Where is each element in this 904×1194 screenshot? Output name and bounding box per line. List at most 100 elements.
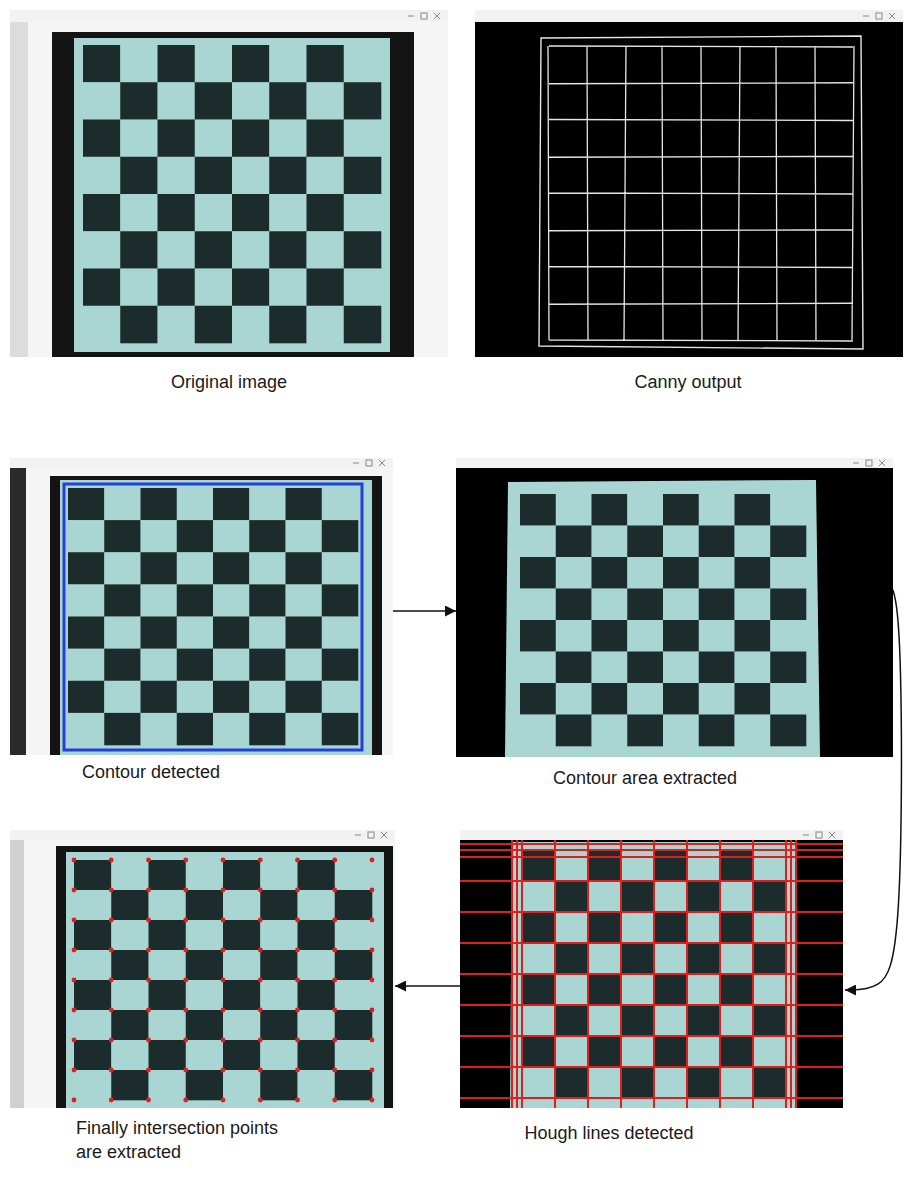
board-square bbox=[149, 1010, 187, 1040]
board-square bbox=[699, 683, 735, 715]
intersection-point bbox=[370, 888, 375, 893]
window-bar bbox=[10, 10, 448, 22]
board-square bbox=[522, 1005, 555, 1036]
intersection-point bbox=[72, 918, 77, 923]
board-square bbox=[770, 683, 806, 715]
board-square bbox=[720, 881, 753, 912]
intersection-point bbox=[258, 978, 263, 983]
board-square bbox=[149, 860, 187, 890]
hough-image bbox=[460, 830, 843, 1108]
board-square bbox=[213, 584, 250, 616]
intersection-point bbox=[109, 888, 114, 893]
board-square bbox=[663, 620, 699, 652]
intersection-point bbox=[183, 948, 188, 953]
board-square bbox=[592, 589, 628, 621]
board-square bbox=[322, 649, 359, 681]
board-square bbox=[249, 488, 286, 520]
board-square bbox=[687, 1067, 720, 1098]
intersection-points bbox=[72, 858, 375, 1103]
board-square bbox=[753, 943, 786, 974]
board-square bbox=[223, 860, 261, 890]
panel-caption: Hough lines detected bbox=[524, 1121, 696, 1145]
board-square bbox=[654, 850, 687, 881]
board-square bbox=[213, 713, 250, 745]
intersection-point bbox=[109, 858, 114, 863]
board-square bbox=[687, 974, 720, 1005]
board-square bbox=[269, 269, 307, 307]
board-square bbox=[260, 1070, 298, 1100]
board-square bbox=[68, 520, 105, 552]
board-square bbox=[770, 589, 806, 621]
board-square bbox=[298, 890, 336, 920]
board-square bbox=[520, 620, 556, 652]
board-square bbox=[249, 681, 286, 713]
board-square bbox=[555, 881, 588, 912]
board-square bbox=[186, 980, 224, 1010]
board-square bbox=[335, 1010, 373, 1040]
board-square bbox=[104, 713, 141, 745]
board-square bbox=[269, 231, 307, 269]
intersection-point bbox=[332, 1098, 337, 1103]
board-square bbox=[663, 715, 699, 747]
board-square bbox=[120, 157, 158, 195]
board-square bbox=[592, 620, 628, 652]
board-square bbox=[335, 980, 373, 1010]
board-square bbox=[621, 974, 654, 1005]
window-icon bbox=[866, 460, 872, 466]
board-square bbox=[520, 589, 556, 621]
panel-caption: Canny output bbox=[634, 370, 744, 394]
image-panel: Contour detected bbox=[10, 458, 393, 790]
board-square bbox=[269, 120, 307, 158]
intersection-point bbox=[258, 1038, 263, 1043]
board-square bbox=[663, 589, 699, 621]
board-margin bbox=[505, 480, 820, 757]
intersection-point bbox=[370, 978, 375, 983]
board-square bbox=[555, 850, 588, 881]
intersection-point bbox=[332, 1038, 337, 1043]
board-frame bbox=[50, 476, 382, 755]
board-square bbox=[120, 231, 158, 269]
window-icon bbox=[353, 463, 359, 464]
board-square bbox=[588, 881, 621, 912]
window-icon bbox=[355, 835, 361, 836]
board-square bbox=[232, 194, 270, 232]
board-square bbox=[195, 82, 233, 120]
board-square bbox=[232, 45, 270, 83]
board-square bbox=[249, 617, 286, 649]
board-square bbox=[522, 1067, 555, 1098]
window-icon bbox=[803, 835, 809, 836]
board-square bbox=[753, 974, 786, 1005]
board-square bbox=[699, 620, 735, 652]
board-square bbox=[627, 683, 663, 715]
intersection-point bbox=[109, 1098, 114, 1103]
board-square bbox=[735, 589, 771, 621]
intersection-point bbox=[370, 858, 375, 863]
intersection-point bbox=[370, 1008, 375, 1013]
board-square bbox=[592, 526, 628, 558]
board-square bbox=[663, 683, 699, 715]
board-square bbox=[522, 912, 555, 943]
photo-shadow bbox=[10, 468, 26, 755]
board-square bbox=[83, 157, 121, 195]
board-square bbox=[335, 890, 373, 920]
image-panel: Original image bbox=[10, 10, 448, 400]
board-square bbox=[83, 231, 121, 269]
photo-background bbox=[10, 840, 395, 1108]
board-square bbox=[770, 715, 806, 747]
board-square bbox=[177, 488, 214, 520]
board-square bbox=[249, 584, 286, 616]
intersection-point bbox=[258, 1098, 263, 1103]
board-square bbox=[335, 860, 373, 890]
board-square bbox=[588, 1036, 621, 1067]
window-icon bbox=[863, 16, 869, 17]
intersection-point bbox=[370, 1098, 375, 1103]
intersection-point bbox=[221, 918, 226, 923]
board-square bbox=[111, 890, 149, 920]
board-square bbox=[68, 649, 105, 681]
board-square bbox=[104, 584, 141, 616]
board-square bbox=[735, 557, 771, 589]
board-square bbox=[555, 1036, 588, 1067]
board-square bbox=[177, 552, 214, 584]
intersection-point bbox=[183, 888, 188, 893]
board-square bbox=[269, 82, 307, 120]
